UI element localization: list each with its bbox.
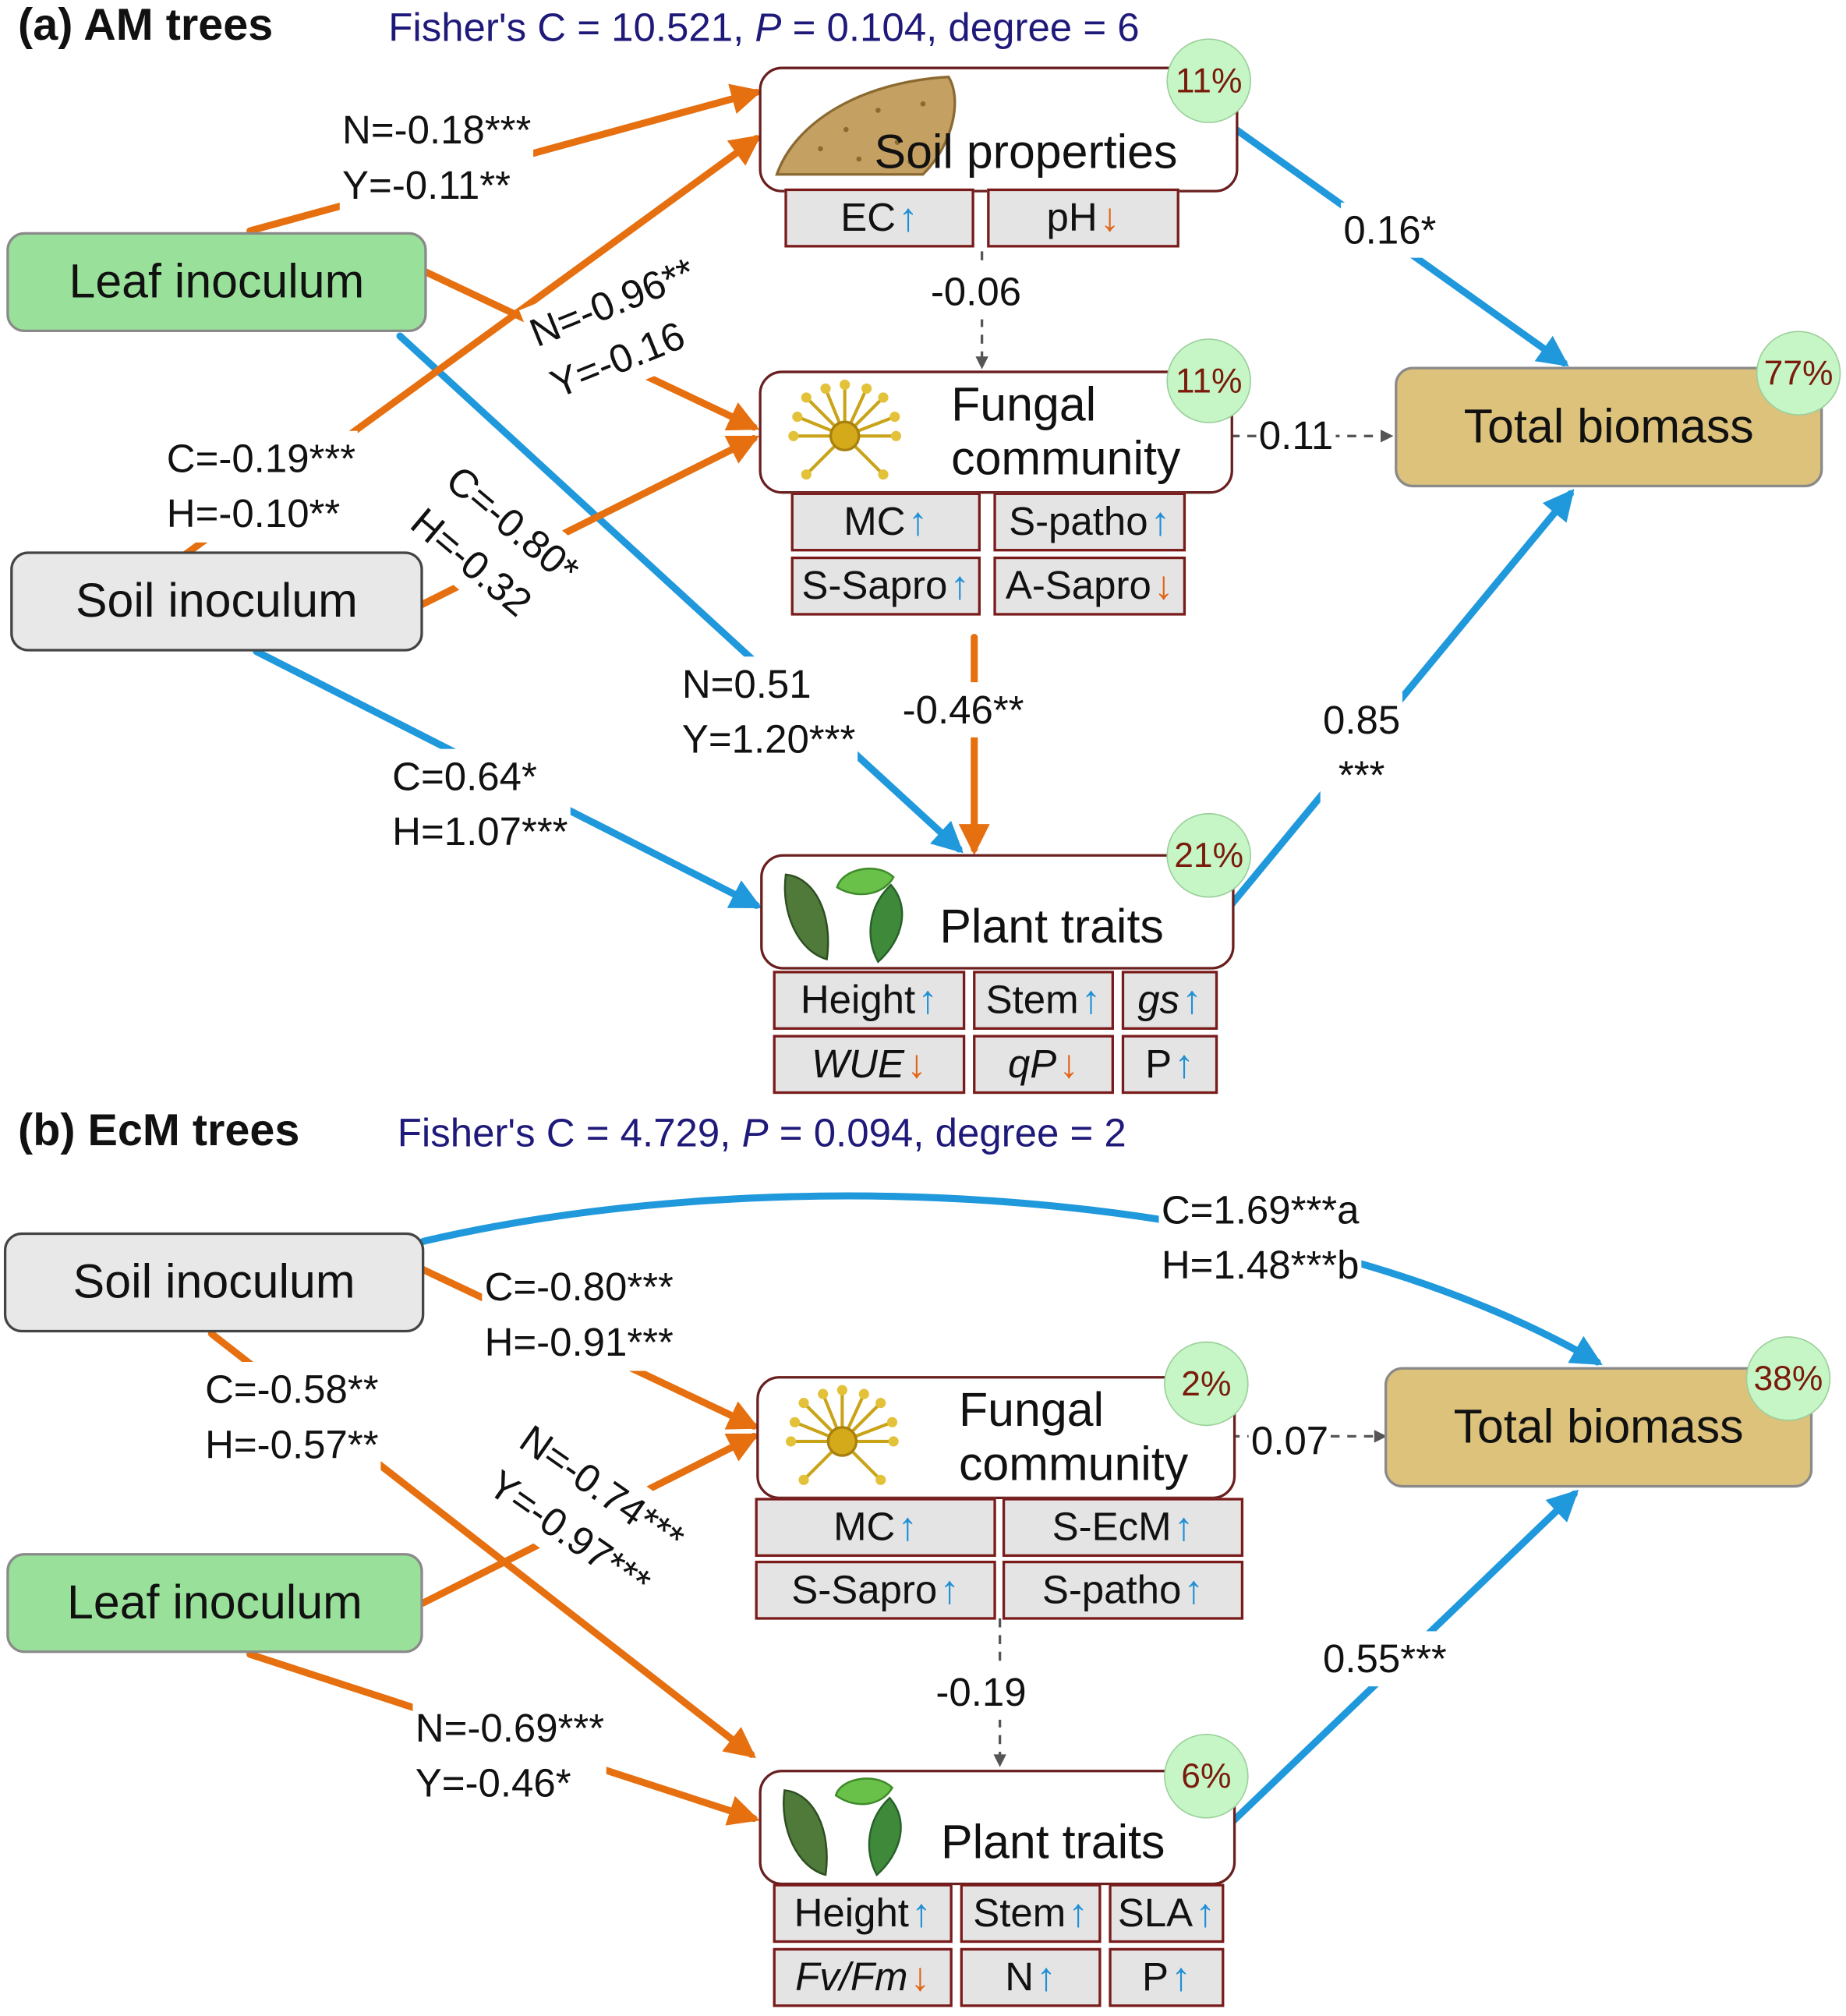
- panel-b-title: (b) EcM trees: [18, 1105, 300, 1156]
- a-path-coef-plant-total: 0.85***: [1320, 692, 1403, 805]
- a-path-coef-soilprops-fungal: -0.06: [928, 263, 1024, 320]
- b-fungal-indicator: S-EcM↑: [1002, 1498, 1244, 1558]
- b-plant-indicator: P↑: [1109, 1947, 1225, 2007]
- a-soil-properties-node: Soil properties: [759, 66, 1239, 193]
- a-soil-indicator: EC↑: [784, 188, 974, 248]
- b-fungal-community-r2: 2%: [1164, 1341, 1249, 1427]
- a-plant-indicator: gs↑: [1121, 971, 1218, 1030]
- a-fungal-indicator: MC↑: [790, 492, 981, 552]
- b-soil-inoculum-node: Soil inoculum: [3, 1232, 425, 1333]
- a-soil-properties-label: Soil properties: [874, 126, 1178, 179]
- b-plant-indicator: SLA↑: [1109, 1883, 1225, 1943]
- b-fungal-label-line2: community: [959, 1438, 1189, 1491]
- a-fungal-community-node: Fungal community: [759, 370, 1233, 494]
- a-fungal-community-r2: 11%: [1166, 338, 1251, 423]
- a-fungal-label-line1: Fungal: [951, 378, 1097, 431]
- a-path-coef-fungal-total: 0.11: [1256, 408, 1336, 464]
- b-total-biomass-node: Total biomass: [1384, 1367, 1813, 1488]
- a-path-coef-leaf-soilprops: N=-0.18***Y=-0.11**: [339, 102, 534, 214]
- a-total-biomass-node: Total biomass: [1395, 366, 1823, 488]
- leaves-icon: [783, 867, 904, 964]
- b-total-biomass-r2: 38%: [1745, 1336, 1831, 1421]
- b-leaf-inoculum-node: Leaf inoculum: [6, 1553, 423, 1653]
- panel-b-fit-statistics: Fisher's C = 4.729, P = 0.094, degree = …: [397, 1110, 1126, 1156]
- b-fungal-label-line1: Fungal: [959, 1383, 1105, 1437]
- soil-mound-icon: [775, 76, 957, 176]
- a-soil-inoculum-node: Soil inoculum: [10, 551, 423, 652]
- b-path-coef-soil-fungal: C=-0.80***H=-0.91***: [482, 1259, 677, 1371]
- a-soil-properties-r2: 11%: [1166, 38, 1251, 123]
- fungus-icon: [788, 379, 902, 480]
- a-path-coef-soil-soilprops: C=-0.19***H=-0.10**: [164, 430, 359, 543]
- a-plant-indicator: qP↓: [973, 1035, 1114, 1095]
- b-plant-traits-node: Plant traits: [759, 1770, 1236, 1886]
- b-fungal-indicator: S-patho↑: [1002, 1560, 1244, 1620]
- b-plant-indicator: Stem↑: [960, 1883, 1102, 1943]
- b-fungal-indicator: MC↑: [755, 1498, 996, 1558]
- b-plant-traits-r2: 6%: [1164, 1734, 1249, 1819]
- leaves-icon: [783, 1777, 902, 1876]
- a-fungal-indicator: S-Sapro↑: [790, 556, 981, 616]
- fungus-icon: [786, 1385, 899, 1485]
- a-plant-traits-node: Plant traits: [760, 854, 1235, 970]
- a-path-coef-soil-plant: C=0.64*H=1.07***: [389, 748, 571, 861]
- edge-a-leaf-plant: [396, 332, 964, 854]
- a-path-coef-fungal-plant: -0.46**: [900, 682, 1027, 738]
- b-path-coef-fungal-total: 0.07: [1248, 1413, 1331, 1470]
- b-plant-indicator: Fv/Fm↓: [773, 1947, 953, 2007]
- panel-a-fit-statistics: Fisher's C = 10.521, P = 0.104, degree =…: [388, 5, 1140, 51]
- a-fungal-label-line2: community: [951, 432, 1181, 485]
- a-plant-indicator: Height↑: [773, 971, 966, 1030]
- a-path-coef-soilprops-total: 0.16*: [1341, 202, 1439, 259]
- a-plant-indicator: WUE↓: [773, 1035, 966, 1095]
- b-path-coef-fungal-plant: -0.19: [933, 1664, 1029, 1721]
- a-plant-traits-r2: 21%: [1166, 812, 1251, 898]
- a-soil-indicator: pH↓: [987, 188, 1179, 248]
- b-path-coef-soil-plant: C=-0.58**H=-0.57**: [202, 1361, 381, 1473]
- b-fungal-community-node: Fungal community: [756, 1376, 1236, 1500]
- a-plant-indicator: P↑: [1121, 1035, 1218, 1095]
- b-fungal-indicator: S-Sapro↑: [755, 1560, 996, 1620]
- b-plant-traits-label: Plant traits: [940, 1816, 1165, 1869]
- a-plant-traits-label: Plant traits: [939, 900, 1164, 953]
- a-plant-indicator: Stem↑: [973, 971, 1114, 1030]
- edge-b-soil-total: [419, 1192, 1603, 1366]
- panel-a-title: (a) AM trees: [18, 0, 274, 51]
- b-plant-indicator: Height↑: [773, 1883, 953, 1943]
- a-leaf-inoculum-node: Leaf inoculum: [6, 232, 427, 333]
- b-path-coef-leaf-plant: N=-0.69***Y=-0.46*: [412, 1700, 607, 1813]
- b-path-coef-plant-total: 0.55***: [1320, 1631, 1450, 1687]
- a-fungal-indicator: S-patho↑: [993, 492, 1186, 552]
- b-plant-indicator: N↑: [960, 1947, 1102, 2007]
- a-fungal-indicator: A-Sapro↓: [993, 556, 1186, 616]
- a-total-biomass-r2: 77%: [1756, 331, 1841, 416]
